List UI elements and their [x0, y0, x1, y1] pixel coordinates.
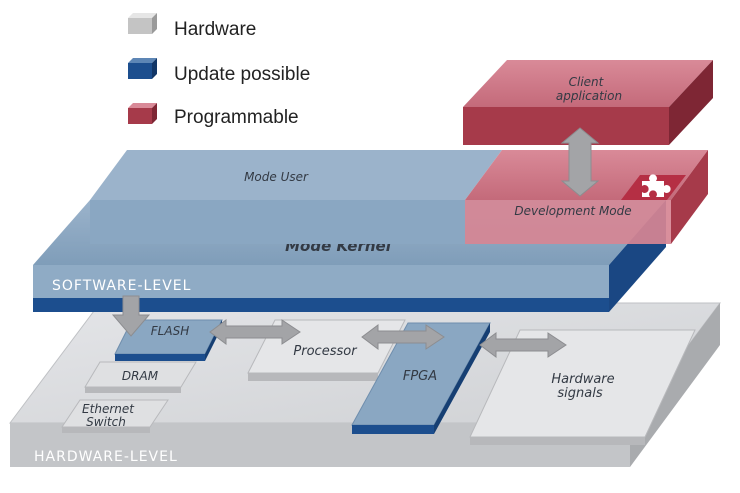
- hardware-level-label: HARDWARE-LEVEL: [34, 449, 178, 465]
- legend-hardware-swatch: [128, 13, 157, 34]
- flash-block: FLASH: [114, 319, 223, 361]
- hardware-signals-block: Hardware signals: [469, 329, 696, 445]
- ethernet-switch-block: Ethernet Switch: [61, 399, 169, 433]
- legend-programmable-swatch: [128, 103, 157, 124]
- legend: Hardware Update possible Programmable: [128, 13, 310, 128]
- legend-hardware-label: Hardware: [174, 19, 256, 40]
- dram-label: DRAM: [122, 369, 159, 383]
- fpga-signals-arrow: [479, 332, 567, 358]
- client-development-arrow: [560, 127, 600, 197]
- software-level-label: SOFTWARE-LEVEL: [52, 278, 191, 294]
- flash-label: FLASH: [151, 324, 189, 338]
- dram-block: DRAM: [84, 361, 197, 393]
- software-flash-arrow: [111, 295, 151, 337]
- fpga-block: FPGA: [351, 322, 491, 434]
- mode-user-label: Mode User: [244, 170, 309, 184]
- mode-user-slab: Mode User: [90, 150, 502, 244]
- legend-update-label: Update possible: [174, 64, 310, 85]
- processor-label: Processor: [293, 344, 358, 359]
- processor-fpga-arrow: [361, 324, 445, 350]
- development-mode-label: Development Mode: [514, 204, 631, 218]
- client-application-block: Client application: [463, 60, 713, 145]
- legend-update-swatch: [128, 58, 157, 79]
- signals-label-line2: signals: [557, 386, 602, 401]
- client-label-line1: Client: [569, 75, 605, 89]
- client-label-line2: application: [556, 89, 622, 103]
- ethernet-label-line2: Switch: [86, 415, 126, 429]
- signals-label-line1: Hardware: [551, 372, 614, 387]
- flash-processor-arrow: [209, 319, 301, 345]
- ethernet-label-line1: Ethernet: [82, 402, 135, 416]
- puzzle-icon: [621, 174, 686, 200]
- fpga-label: FPGA: [403, 369, 437, 384]
- legend-programmable-label: Programmable: [174, 107, 299, 128]
